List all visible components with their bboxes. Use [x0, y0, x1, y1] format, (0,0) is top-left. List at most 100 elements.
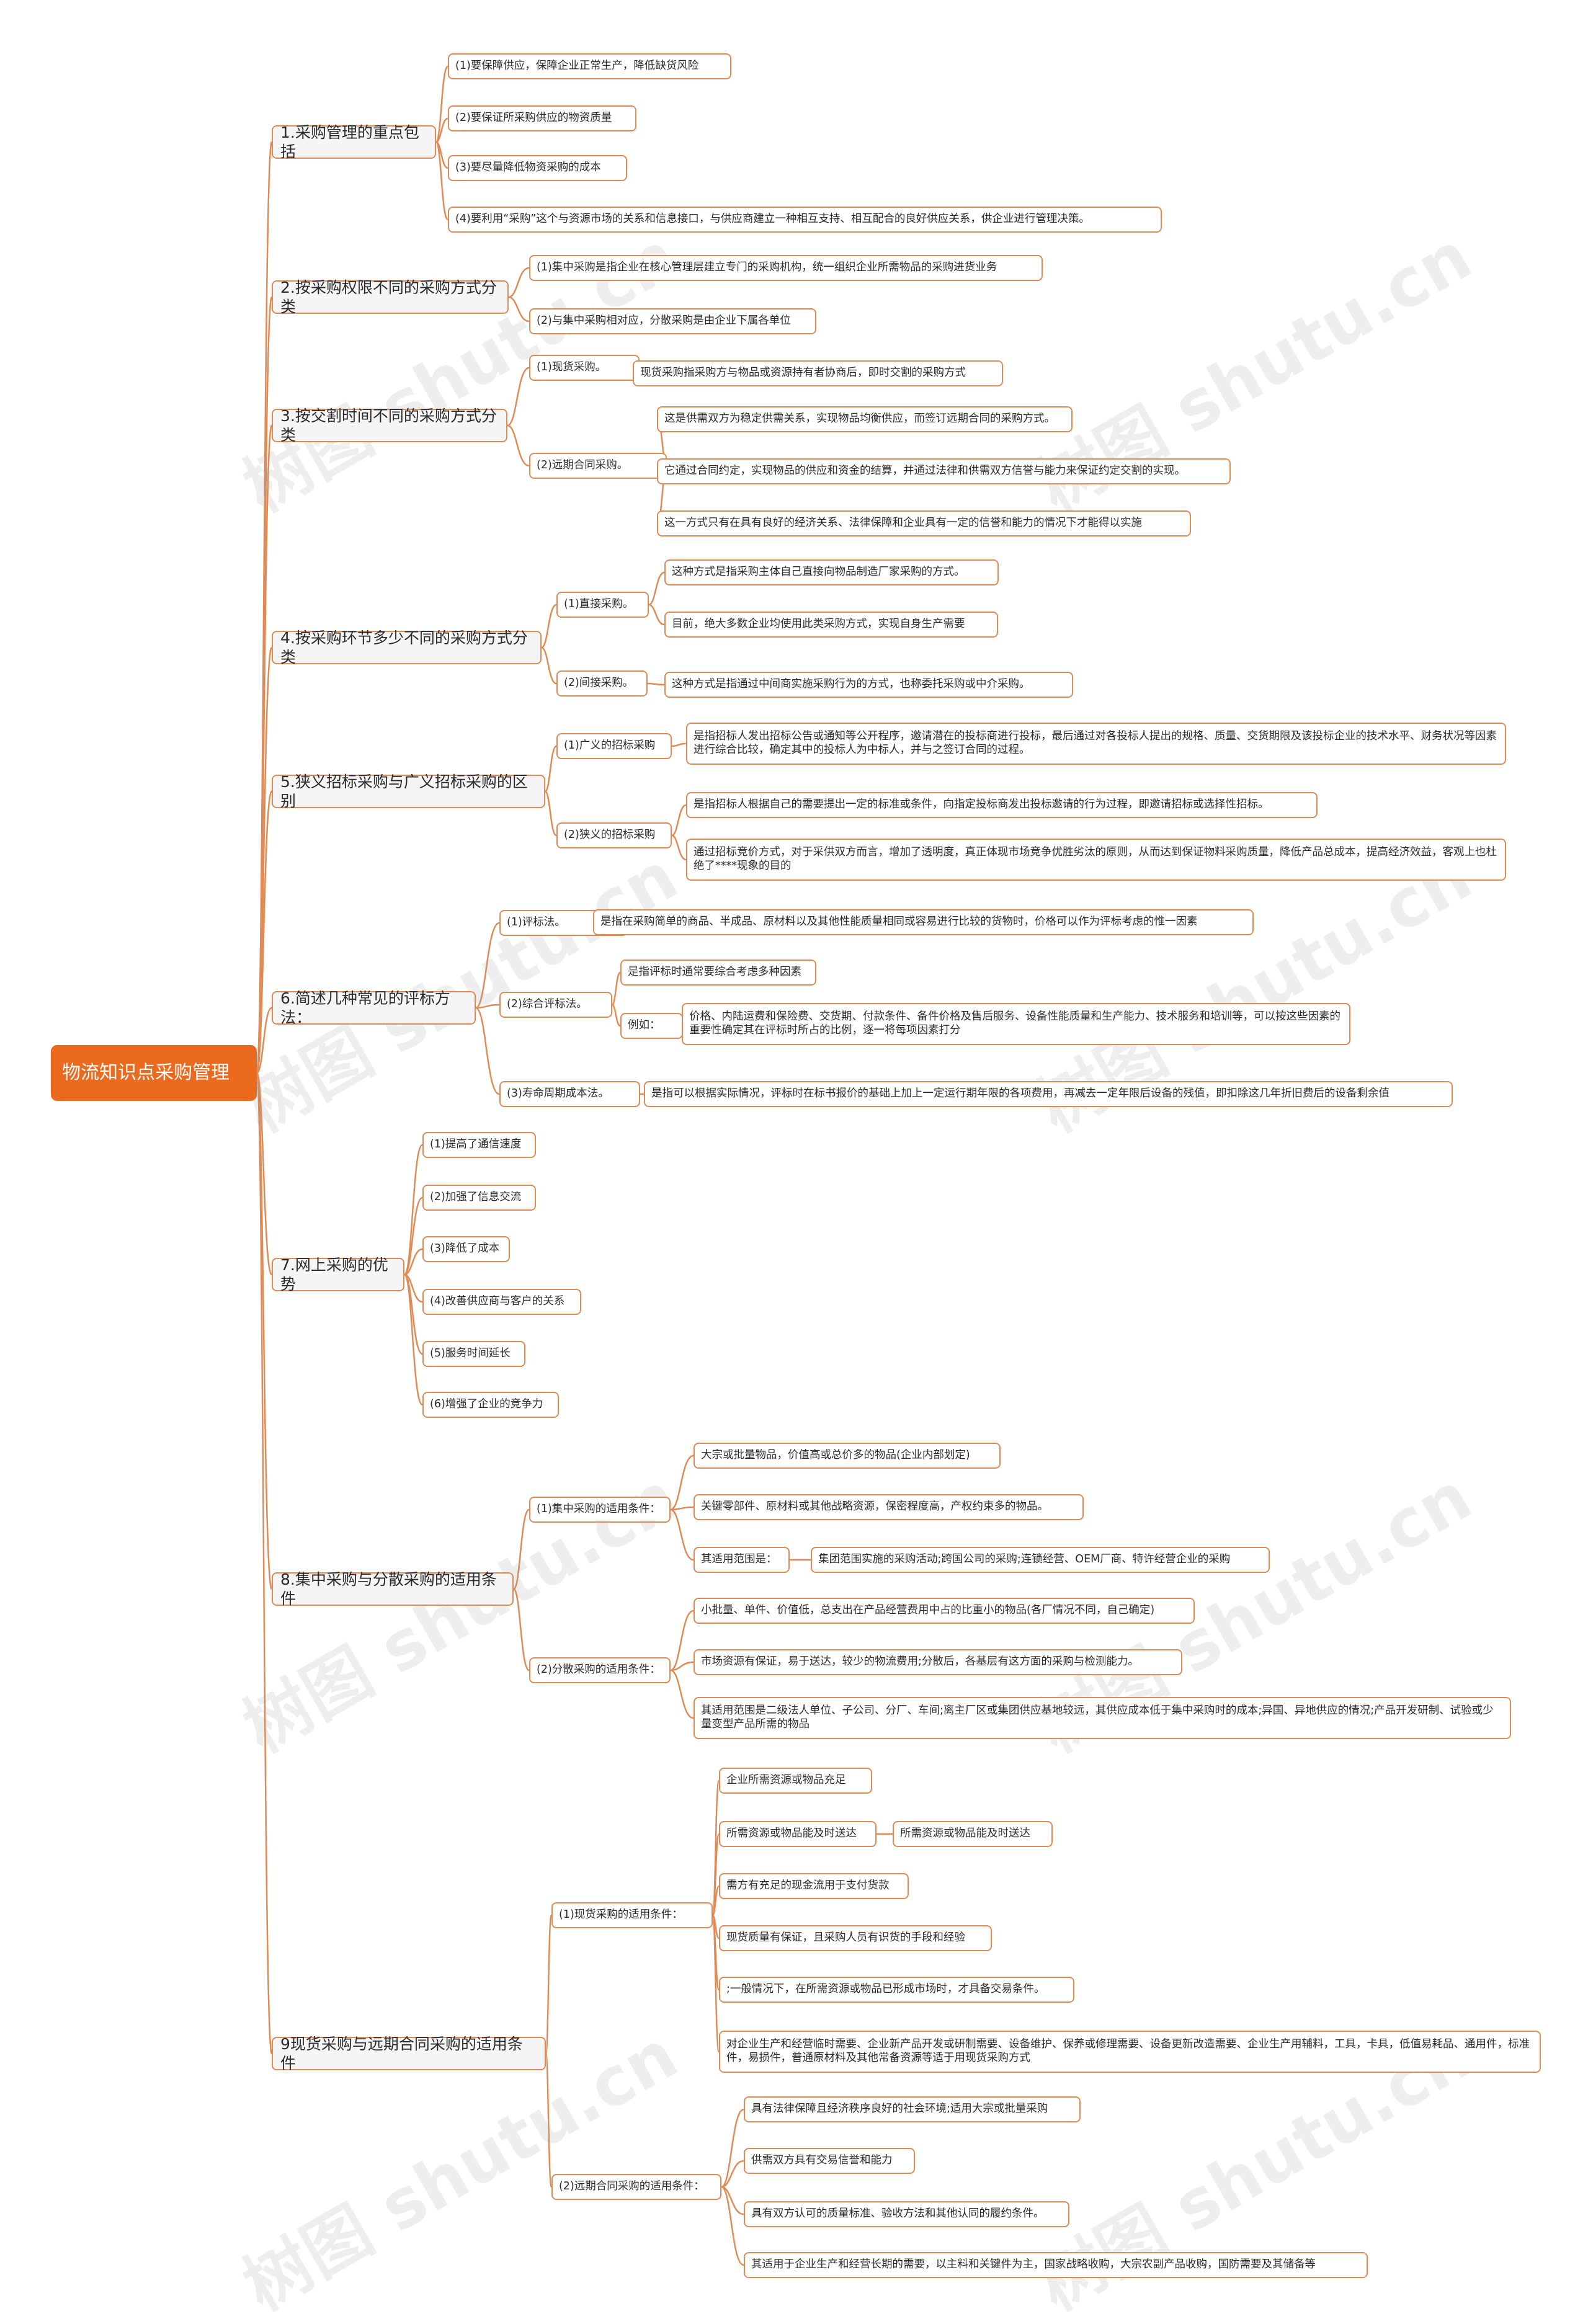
topic-node-sections-4-children-1-children-1[interactable]: 通过招标竞价方式，对于采供双方而言，增加了透明度，真正体现市场竞争优胜劣汰的原则…: [686, 839, 1506, 881]
topic-node-sections-5-children-1[interactable]: (2)综合评标法。: [499, 992, 612, 1018]
topic-node-sections-8-children-1-children-0[interactable]: 具有法律保障且经济秩序良好的社会环境;适用大宗或批量采购: [744, 2096, 1081, 2122]
topic-node-sections-8-children-0-children-1[interactable]: 所需资源或物品能及时送达: [719, 1821, 877, 1847]
node-label: (5)服务时间延长: [430, 1347, 511, 1360]
connector-line: [403, 1273, 424, 1406]
topic-node-sections-5-children-1-children-1[interactable]: 例如：: [620, 1013, 683, 1039]
topic-node-sections-5-children-0-children-0[interactable]: 是指在采购简单的商品、半成品、原材料以及其他性能质量相同或容易进行比较的货物时，…: [593, 909, 1254, 935]
section-node-9[interactable]: 9现货采购与远期合同采购的适用条件: [272, 2034, 546, 2072]
topic-node-sections-8-children-0-children-3[interactable]: 现货质量有保证，且采购人员有识货的手段和经验: [719, 1925, 992, 1951]
topic-node-sections-3-children-1[interactable]: (2)间接采购。: [556, 670, 648, 697]
connector-line: [475, 922, 500, 1009]
topic-node-sections-8-children-0[interactable]: (1)现货采购的适用条件：: [551, 1902, 713, 1928]
connector-line: [670, 1609, 694, 1672]
topic-node-sections-0-children-0[interactable]: (1)要保障供应，保障企业正常生产，降低缺货风险: [448, 53, 731, 79]
section-node-3[interactable]: 3.按交割时间不同的采购方式分类: [272, 407, 507, 444]
connector-line: [671, 834, 687, 861]
topic-node-sections-0-children-2[interactable]: (3)要尽量降低物资采购的成本: [448, 155, 627, 181]
topic-node-sections-4-children-0[interactable]: (1)广义的招标采购: [556, 733, 672, 759]
topic-node-sections-7-children-0-children-2[interactable]: 其适用范围是：: [694, 1547, 790, 1573]
topic-node-sections-4-children-1[interactable]: (2)狭义的招标采购: [556, 822, 672, 848]
root-topic[interactable]: 物流知识点采购管理: [51, 1045, 257, 1101]
topic-node-sections-2-children-0[interactable]: (1)现货采购。: [529, 355, 640, 381]
topic-node-sections-7-children-0-children-2-children-0[interactable]: 集团范围实施的采购活动;跨国公司的采购;连锁经营、OEM厂商、特许经营企业的采购: [811, 1547, 1270, 1573]
topic-node-sections-8-children-0-children-2[interactable]: 需方有充足的现金流用于支付货款: [719, 1873, 909, 1899]
topic-node-sections-6-children-3[interactable]: (4)改善供应商与客户的关系: [422, 1289, 581, 1315]
topic-node-sections-2-children-1-children-2[interactable]: 这一方式只有在具有良好的经济关系、法律保障和企业具有一定的信誉和能力的情况下才能…: [657, 510, 1191, 536]
topic-node-sections-6-children-5[interactable]: (6)增强了企业的竞争力: [422, 1392, 559, 1418]
connector-line: [545, 2052, 553, 2188]
node-label: (2)远期合同采购的适用条件：: [559, 2180, 705, 2193]
section-node-7[interactable]: 7.网上采购的优势: [272, 1256, 404, 1293]
topic-node-sections-8-children-0-children-1-children-0[interactable]: 所需资源或物品能及时送达: [893, 1821, 1053, 1847]
topic-node-sections-6-children-2[interactable]: (3)降低了成本: [422, 1236, 510, 1262]
section-node-8[interactable]: 8.集中采购与分散采购的适用条件: [272, 1570, 514, 1608]
topic-node-sections-7-children-0-children-1[interactable]: 关键零部件、原材料或其他战略资源，保密程度高，产权约束多的物品。: [694, 1494, 1084, 1520]
connector-line: [256, 1072, 273, 2055]
topic-node-sections-8-children-0-children-0[interactable]: 企业所需资源或物品充足: [719, 1768, 872, 1794]
node-label: (1)现货采购的适用条件：: [559, 1908, 683, 1921]
topic-node-sections-5-children-2[interactable]: (3)寿命周期成本法。: [499, 1081, 640, 1107]
topic-node-sections-6-children-1[interactable]: (2)加强了信息交流: [422, 1185, 536, 1211]
connector-line: [545, 1914, 553, 2055]
node-label: 市场资源有保证，易于送达，较少的物流费用;分散后，各基层有这方面的采购与检测能力…: [701, 1655, 1139, 1668]
topic-node-sections-8-children-0-children-5[interactable]: 对企业生产和经营临时需要、企业新产品开发或研制需要、设备维护、保养或修理需要、设…: [719, 2031, 1541, 2073]
node-label: (6)增强了企业的竞争力: [430, 1398, 543, 1411]
node-label: 集团范围实施的采购活动;跨国公司的采购;连锁经营、OEM厂商、特许经营企业的采购: [818, 1553, 1231, 1566]
topic-node-sections-0-children-1[interactable]: (2)要保证所采购供应的物资质量: [448, 105, 636, 131]
node-label: 大宗或批量物品，价值高或总价多的物品(企业内部划定): [701, 1449, 970, 1462]
topic-node-sections-7-children-1-children-2[interactable]: 其适用范围是二级法人单位、子公司、分厂、车间;离主厂区或集团供应基地较远，其供应…: [694, 1697, 1511, 1739]
topic-node-sections-1-children-0[interactable]: (1)集中采购是指企业在核心管理层建立专门的采购机构，统一组织企业所需物品的采购…: [529, 255, 1043, 281]
topic-node-sections-6-children-4[interactable]: (5)服务时间延长: [422, 1341, 525, 1367]
topic-node-sections-8-children-1-children-3[interactable]: 其适用于企业生产和经营长期的需要，以主料和关键件为主，国家战略收购，大宗农副产品…: [744, 2252, 1368, 2278]
node-label: 9现货采购与远期合同采购的适用条件: [280, 2034, 523, 2072]
connector-line: [671, 804, 687, 837]
node-label: 例如：: [628, 1019, 661, 1032]
topic-node-sections-7-children-1-children-1[interactable]: 市场资源有保证，易于送达，较少的物流费用;分散后，各基层有这方面的采购与检测能力…: [694, 1649, 1182, 1675]
section-node-2[interactable]: 2.按采购权限不同的采购方式分类: [272, 278, 509, 316]
node-label: 5.狭义招标采购与广义招标采购的区别: [280, 772, 528, 810]
connector-line: [403, 1144, 424, 1276]
section-node-5[interactable]: 5.狭义招标采购与广义招标采购的区别: [272, 772, 545, 810]
topic-node-sections-1-children-1[interactable]: (2)与集中采购相对应，分散采购是由企业下属各单位: [529, 308, 816, 334]
node-label: 是指评标时通常要综合考虑多种因素: [628, 966, 801, 979]
topic-node-sections-4-children-1-children-0[interactable]: 是指招标人根据自己的需要提出一定的标准或条件，向指定投标商发出投标邀请的行为过程…: [686, 792, 1318, 818]
topic-node-sections-8-children-0-children-4[interactable]: ;一般情况下，在所需资源或物品已形成市场时，才具备交易条件。: [719, 1977, 1074, 2003]
topic-node-sections-0-children-3[interactable]: (4)要利用“采购”这个与资源市场的关系和信息接口，与供应商建立一种相互支持、相…: [448, 207, 1162, 233]
topic-node-sections-5-children-2-children-0[interactable]: 是指可以根据实际情况，评标时在标书报价的基础上加上一定运行期年限的各项费用，再减…: [644, 1081, 1453, 1107]
topic-node-sections-2-children-1-children-1[interactable]: 它通过合同约定，实现物品的供应和资金的结算，并通过法律和供需双方信誉与能力来保证…: [657, 458, 1231, 484]
node-label: 这一方式只有在具有良好的经济关系、法律保障和企业具有一定的信誉和能力的情况下才能…: [664, 517, 1142, 530]
topic-node-sections-8-children-1-children-2[interactable]: 具有双方认可的质量标准、验收方法和其他认同的履约条件。: [744, 2201, 1069, 2227]
topic-node-sections-5-children-1-children-1-children-0[interactable]: 价格、内陆运费和保险费、交货期、付款条件、备件价格及售后服务、设备性能质量和生产…: [682, 1003, 1350, 1045]
topic-node-sections-3-children-0[interactable]: (1)直接采购。: [556, 592, 649, 618]
node-label: 8.集中采购与分散采购的适用条件: [280, 1570, 497, 1608]
connector-line: [507, 424, 530, 467]
node-label: (2)间接采购。: [564, 677, 634, 690]
topic-node-sections-7-children-1[interactable]: (2)分散采购的适用条件：: [529, 1657, 671, 1683]
section-node-6[interactable]: 6.简述几种常见的评标方法：: [272, 989, 476, 1026]
topic-node-sections-3-children-0-children-0[interactable]: 这种方式是指采购主体自己直接向物品制造厂家采购的方式。: [664, 559, 999, 585]
node-label: 现货采购指采购方与物品或资源持有者协商后，即时交割的采购方式: [640, 367, 966, 380]
topic-node-sections-3-children-0-children-1[interactable]: 目前，绝大多数企业均使用此类采购方式，实现自身生产需要: [664, 612, 998, 638]
topic-node-sections-8-children-1-children-1[interactable]: 供需双方具有交易信誉和能力: [744, 2148, 915, 2174]
node-label: (1)集中采购的适用条件：: [537, 1503, 661, 1516]
section-node-1[interactable]: 1.采购管理的重点包括: [272, 123, 436, 161]
topic-node-sections-4-children-0-children-0[interactable]: 是指招标人发出招标公告或通知等公开程序，邀请潜在的投标商进行投标，最后通过对各投…: [686, 723, 1506, 765]
topic-node-sections-5-children-1-children-0[interactable]: 是指评标时通常要综合考虑多种因素: [620, 959, 816, 986]
topic-node-sections-2-children-1[interactable]: (2)远期合同采购。: [529, 453, 667, 479]
connector-line: [508, 296, 530, 323]
node-label: 4.按采购环节多少不同的采购方式分类: [280, 628, 528, 666]
topic-node-sections-6-children-0[interactable]: (1)提高了通信速度: [422, 1132, 536, 1158]
section-node-4[interactable]: 4.按采购环节多少不同的采购方式分类: [272, 628, 542, 666]
topic-node-sections-7-children-0-children-0[interactable]: 大宗或批量物品，价值高或总价多的物品(企业内部划定): [694, 1443, 1001, 1469]
topic-node-sections-3-children-1-children-0[interactable]: 这种方式是指通过中间商实施采购行为的方式，也称委托采购或中介采购。: [664, 672, 1073, 698]
topic-node-sections-7-children-0[interactable]: (1)集中采购的适用条件：: [529, 1497, 671, 1523]
node-label: 对企业生产和经营临时需要、企业新产品开发或研制需要、设备维护、保养或修理需要、设…: [726, 2038, 1530, 2064]
connector-line: [256, 1072, 273, 1276]
topic-node-sections-2-children-1-children-0[interactable]: 这是供需双方为稳定供需关系，实现物品均衡供应，而签订远期合同的采购方式。: [657, 406, 1073, 432]
topic-node-sections-2-children-0-children-0[interactable]: 现货采购指采购方与物品或资源持有者协商后，即时交割的采购方式: [633, 360, 1003, 386]
connector-line: [404, 1196, 423, 1276]
node-label: 价格、内陆运费和保险费、交货期、付款条件、备件价格及售后服务、设备性能质量和生产…: [689, 1010, 1340, 1036]
topic-node-sections-8-children-1[interactable]: (2)远期合同采购的适用条件：: [551, 2174, 721, 2200]
topic-node-sections-7-children-1-children-0[interactable]: 小批量、单件、价值低，总支出在产品经营费用中占的比重小的物品(各厂情况不同，自己…: [694, 1598, 1195, 1624]
node-label: 目前，绝大多数企业均使用此类采购方式，实现自身生产需要: [672, 618, 965, 631]
